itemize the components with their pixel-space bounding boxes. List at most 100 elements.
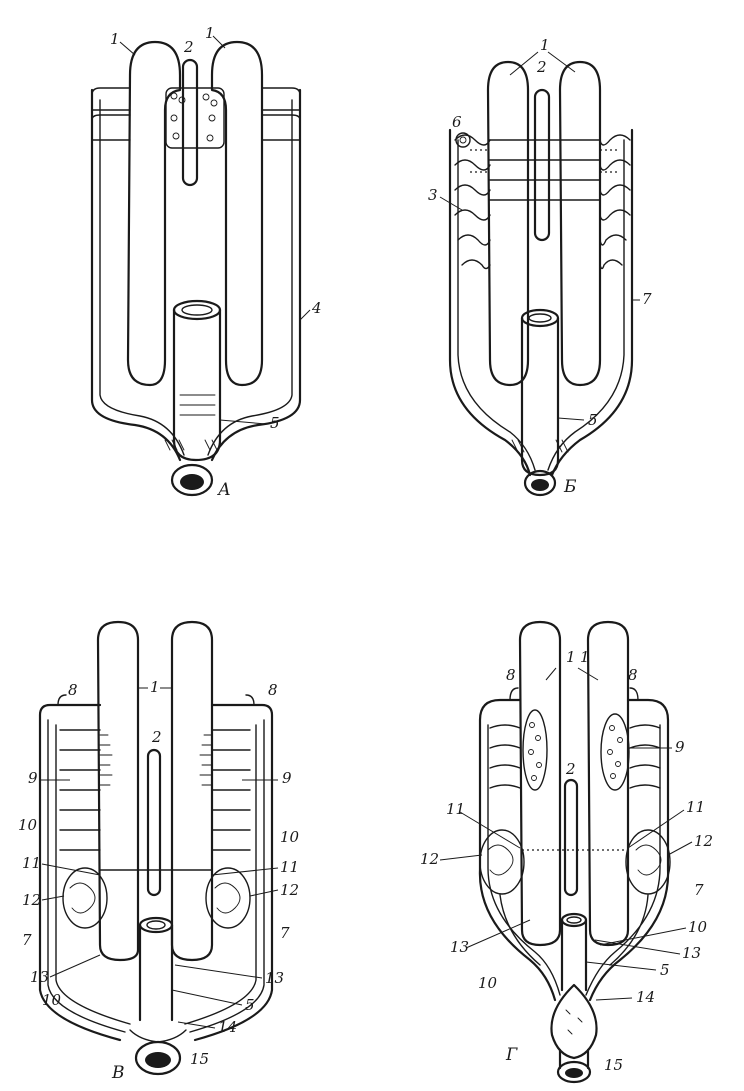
label-11g-left: 11 [446, 800, 465, 818]
kidney-right-v [170, 620, 214, 962]
label-1b: 1 [540, 36, 550, 54]
duct-left-b [448, 128, 532, 477]
pronephros-left [126, 40, 182, 387]
panel-g: 1 1 2 8 8 9 11 11 12 12 7 10 13 13 10 5 … [420, 620, 713, 1084]
duct-right-a [210, 88, 302, 462]
metanephros-left-v [62, 867, 108, 929]
label-5b: 5 [588, 411, 598, 429]
label-8v-right: 8 [268, 681, 278, 699]
notochord-b [533, 88, 551, 242]
metanephros-right-g [625, 829, 671, 895]
label-13g-left: 13 [450, 938, 469, 956]
mesonephros-left-b [486, 60, 530, 387]
label-5a: 5 [270, 414, 280, 432]
label-12v-right: 12 [280, 881, 299, 899]
label-8g-right: 8 [628, 666, 638, 684]
cloaca-g [556, 1060, 592, 1084]
label-10g-bottom: 10 [478, 974, 498, 992]
label-11g-right: 11 [686, 798, 705, 816]
duct-right-g [588, 698, 670, 1002]
label-7v-right: 7 [280, 924, 290, 942]
metanephros-left-g [479, 829, 525, 895]
label-15v: 15 [190, 1050, 209, 1068]
bladder-g [550, 983, 598, 1060]
tubules-left-a [91, 87, 131, 141]
label-1v: 1 [150, 678, 160, 696]
kidney-right-g [586, 620, 630, 947]
tubules-right-b [599, 134, 631, 270]
label-9v-right: 9 [282, 769, 292, 787]
label-14v: 14 [218, 1018, 237, 1036]
label-7g: 7 [694, 881, 704, 899]
label-1a-right: 1 [205, 24, 215, 42]
label-10g-right: 10 [688, 918, 708, 936]
kidney-left-g [518, 620, 562, 947]
tubules-left-v [59, 729, 101, 851]
label-7b: 7 [642, 290, 652, 308]
label-15g: 15 [604, 1056, 623, 1074]
tubules-right-v [211, 729, 251, 851]
label-12g-left: 12 [420, 850, 439, 868]
duct-left-a [90, 88, 182, 462]
label-13g-right: 13 [682, 944, 701, 962]
glomerulus-block-a [165, 87, 225, 149]
label-8g-left: 8 [506, 666, 516, 684]
label-9g: 9 [675, 738, 685, 756]
label-9v-left: 9 [28, 769, 38, 787]
label-10v-bottom: 10 [42, 991, 62, 1009]
label-1g-right: 1 [580, 648, 590, 666]
label-4a: 4 [311, 299, 322, 317]
pronephros-right [210, 40, 264, 387]
ureter-tube-g [560, 918, 588, 992]
duct-right-b [550, 128, 634, 477]
duct-left-v [38, 703, 122, 1042]
panel-b: 1 2 6 3 7 5 Б [428, 36, 652, 497]
panel-a: 1 1 2 4 5 А [90, 24, 322, 500]
mesonephros-right-g [600, 713, 630, 791]
label-5g: 5 [660, 961, 670, 979]
tubules-left-b [454, 134, 491, 270]
label-6b: 6 [452, 113, 462, 131]
label-13v-left: 13 [30, 968, 49, 986]
cloaca-a [170, 463, 214, 497]
label-11v-right: 11 [280, 858, 299, 876]
label-14g: 14 [636, 988, 655, 1006]
panel-v: 1 2 8 8 9 9 10 10 11 11 12 12 7 7 13 13 … [18, 620, 300, 1083]
ureter-tube-b [520, 316, 560, 477]
notochord-g [563, 778, 579, 897]
label-3b: 3 [428, 186, 438, 204]
mesonephros-right-b [558, 60, 602, 387]
label-11v-left: 11 [22, 854, 41, 872]
kidney-left-v [96, 620, 140, 962]
label-13v-right: 13 [265, 969, 284, 987]
label-2b: 2 [536, 58, 547, 76]
notochord-v [146, 748, 162, 897]
label-10v-left: 10 [18, 816, 38, 834]
duct-left-g [478, 698, 557, 1002]
cloaca-b [523, 469, 557, 497]
label-2g: 2 [565, 760, 576, 778]
tubules-right-a [261, 87, 301, 141]
label-7v-left: 7 [22, 931, 32, 949]
tubules-right-g [629, 724, 661, 789]
label-1a-left: 1 [110, 30, 120, 48]
label-10v-right: 10 [280, 828, 300, 846]
panel-label-g: Г [505, 1045, 518, 1065]
mesonephros-left-g [522, 709, 548, 791]
duct-right-v [193, 703, 274, 1042]
label-2v: 2 [151, 728, 162, 746]
label-12v-left: 12 [22, 891, 41, 909]
panel-label-v: В [111, 1063, 125, 1083]
notochord-a [181, 58, 199, 187]
label-8v-left: 8 [68, 681, 78, 699]
panel-label-b: Б [563, 477, 577, 497]
tubules-left-g [489, 724, 521, 789]
label-2a: 2 [183, 38, 194, 56]
label-1g: 1 [566, 648, 576, 666]
label-12g-right: 12 [694, 832, 713, 850]
panel-label-a: А [217, 480, 231, 500]
label-5v: 5 [245, 996, 255, 1014]
ureter-tube-v [138, 923, 174, 1022]
ureter-tube-a [172, 308, 222, 462]
